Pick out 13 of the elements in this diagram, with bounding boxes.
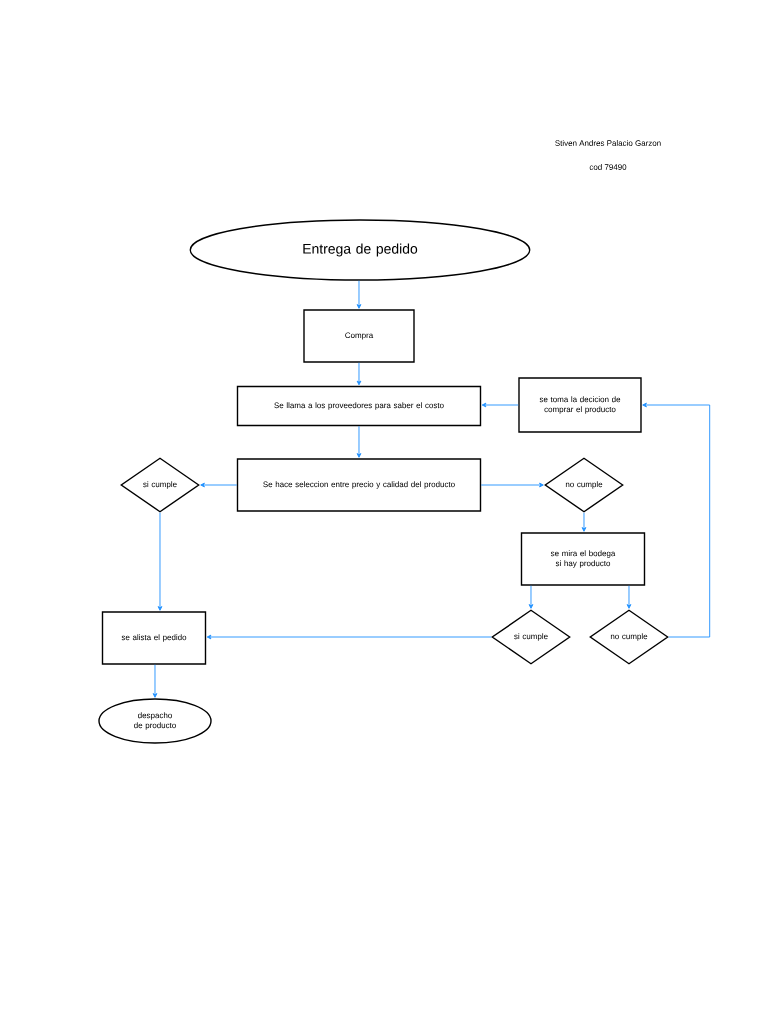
arrow: [200, 482, 238, 488]
arrow: [152, 664, 158, 698]
arrow: [626, 585, 632, 609]
arrow: [528, 585, 534, 609]
arrow: [157, 512, 163, 611]
arrow: [356, 425, 362, 458]
arrow: [206, 634, 492, 640]
arrow: [356, 362, 362, 386]
arrow: [642, 402, 711, 638]
arrow: [480, 482, 544, 488]
arrow: [481, 402, 519, 408]
arrow: [581, 512, 587, 532]
arrow: [356, 280, 362, 309]
